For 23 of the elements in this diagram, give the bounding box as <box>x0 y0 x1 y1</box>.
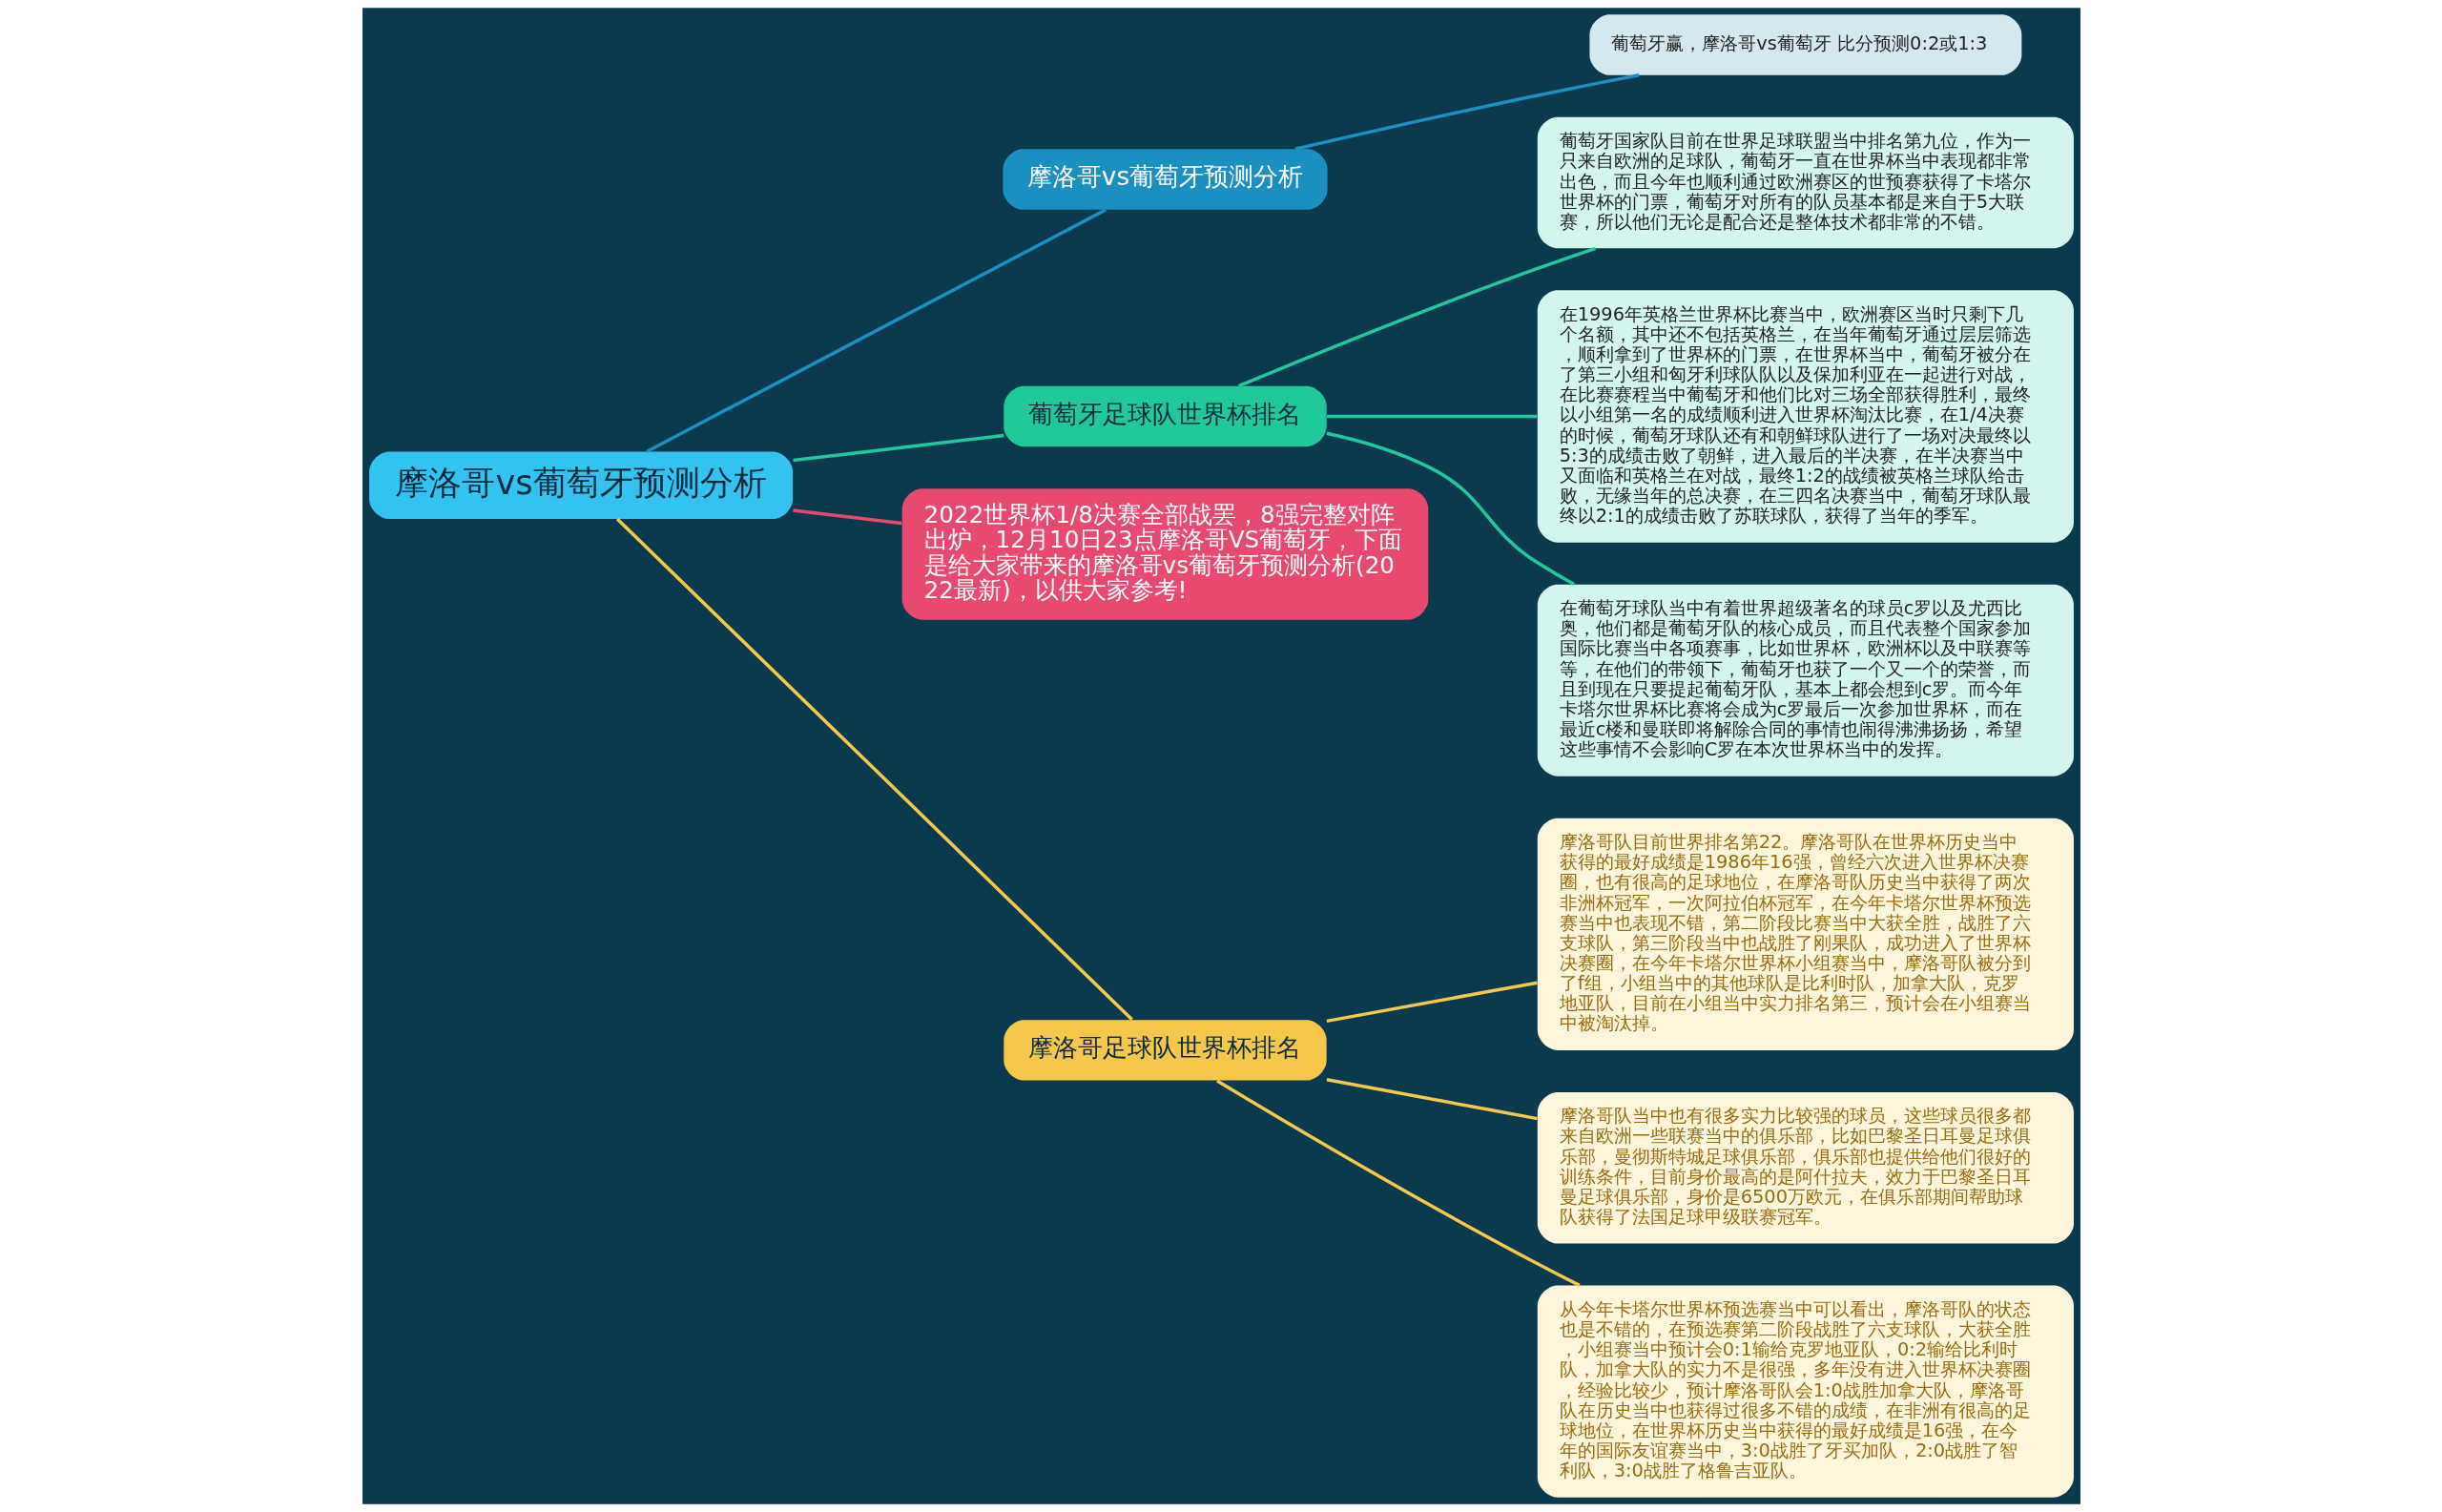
connector <box>1326 981 1538 1024</box>
node-box: 摩洛哥队当中也有很多实力比较强的球员，这些球员很多都来自欧洲一些联赛当中的俱乐部，比如巴黎圣日耳曼足球俱乐部，曼彻斯特城足球俱乐部，俱乐部也提供给他们很好的训练条件，目前身价最高的是阿什拉夫，效力于巴黎圣日耳曼足球俱乐部，身价是6500万欧元，在俱乐部期间帮助球队获得了法国足球甲级联赛冠军。 <box>1537 1091 2074 1244</box>
connector <box>1326 1078 1538 1121</box>
node-box: 摩洛哥足球队世界杯排名 <box>1003 1020 1327 1081</box>
node-box: 摩洛哥vs葡萄牙预测分析 <box>368 451 793 520</box>
connector <box>615 517 1133 1021</box>
connector <box>1326 414 1538 419</box>
connector <box>1293 73 1639 151</box>
connector <box>1237 246 1596 388</box>
connector <box>646 208 1107 453</box>
node-box: 葡萄牙赢，摩洛哥vs葡萄牙 比分预测0:2或1:3 <box>1588 14 2021 75</box>
node-box: 在1996年英格兰世界杯比赛当中，欧洲赛区当时只剩下几个名额，其中还不包括英格兰，在当年葡萄牙通过层层筛选，顺利拿到了世界杯的门票，在世界杯当中，葡萄牙被分在了第三小组和匈牙利球队队以及保加利亚在一起进行对战，在比赛赛程当中葡萄牙和他们比对三场全部获得胜利，最终以小组第一名的成绩顺利进入世界杯淘汰比赛，在1/4决赛的时候，葡萄牙球队还有和朝鲜球队进行了一场对决最终以5:3的成绩击败了朝鲜，进入最后的半决赛，在半决赛当中又面临和英格兰在对战，最终1:2的战绩被英格兰球队给击败，无缘当年的总决赛，在三四名决赛当中，葡萄牙球队最终以2:1的成绩击败了苏联球队，获得了当年的季军。 <box>1537 290 2074 543</box>
node-box: 在葡萄牙球队当中有着世界超级著名的球员c罗以及尤西比奥，他们都是葡萄牙队的核心成员，而且代表整个国家参加国际比赛当中各项赛事，比如世界杯，欧洲杯以及中联赛等等，在他们的带领下，葡萄牙也获了一个又一个的荣誉，而且到现在只要提起葡萄牙队，基本上都会想到c罗。而今年卡塔尔世界杯比赛将会成为c罗最后一次参加世界杯，而在最近c楼和曼联即将解除合同的事情也闹得沸沸扬扬，希望这些事情不会影响C罗在本次世界杯当中的发挥。 <box>1537 584 2074 777</box>
node-box: 从今年卡塔尔世界杯预选赛当中可以看出，摩洛哥队的状态也是不错的，在预选赛第二阶段战胜了六支球队，大获全胜，小组赛当中预计会0:1输给克罗地亚队，0:2输给比利时队，加拿大队的实力不是很强，多年没有进入世界杯决赛圈，经验比较少，预计摩洛哥队会1:0战胜加拿大队，摩洛哥队在历史当中也获得过很多不错的成绩，在非洲有很高的足球地位，在世界杯历史当中获得的最好成绩是16强，在今年的国际友谊赛当中，3:0战胜了牙买加队，2:0战胜了智利队，3:0战胜了格鲁吉亚队。 <box>1537 1285 2074 1498</box>
connector <box>1325 431 1575 587</box>
connector <box>792 433 1004 463</box>
node-box: 摩洛哥vs葡萄牙预测分析 <box>1002 149 1327 210</box>
node-box: 葡萄牙国家队目前在世界足球联盟当中排名第九位，作为一只来自欧洲的足球队，葡萄牙一直在世界杯当中表现都非常出色，而且今年也顺利通过欧洲赛区的世预赛获得了卡塔尔世界杯的门票，葡萄牙对所有的队员基本都是来自于5大联赛，所以他们无论是配合还是整体技术都非常的不错。 <box>1537 116 2074 249</box>
node-box: 2022世界杯1/8决赛全部战罢，8强完整对阵出炉，12月10日23点摩洛哥VS葡萄牙，下面是给大家带来的摩洛哥vs葡萄牙预测分析(2022最新)，以供大家参考! <box>901 488 1428 620</box>
connector <box>792 508 901 526</box>
connector <box>1215 1079 1581 1287</box>
node-box: 葡萄牙足球队世界杯排名 <box>1003 385 1327 447</box>
node-box: 摩洛哥队目前世界排名第22。摩洛哥队在世界杯历史当中获得的最好成绩是1986年16强，曾经六次进入世界杯决赛圈，也有很高的足球地位，在摩洛哥队历史当中获得了两次非洲杯冠军，一次阿拉伯杯冠军，在今年卡塔尔世界杯预选赛当中也表现不错，第二阶段比赛当中大获全胜，战胜了六支球队，第三阶段当中也战胜了刚果队，成功进入了世界杯决赛圈，在今年卡塔尔世界杯小组赛当中，摩洛哥队被分到了f组，小组当中的其他球队是比利时队，加拿大队，克罗地亚队，目前在小组当中实力排名第三，预计会在小组赛当中被淘汰掉。 <box>1537 818 2074 1050</box>
